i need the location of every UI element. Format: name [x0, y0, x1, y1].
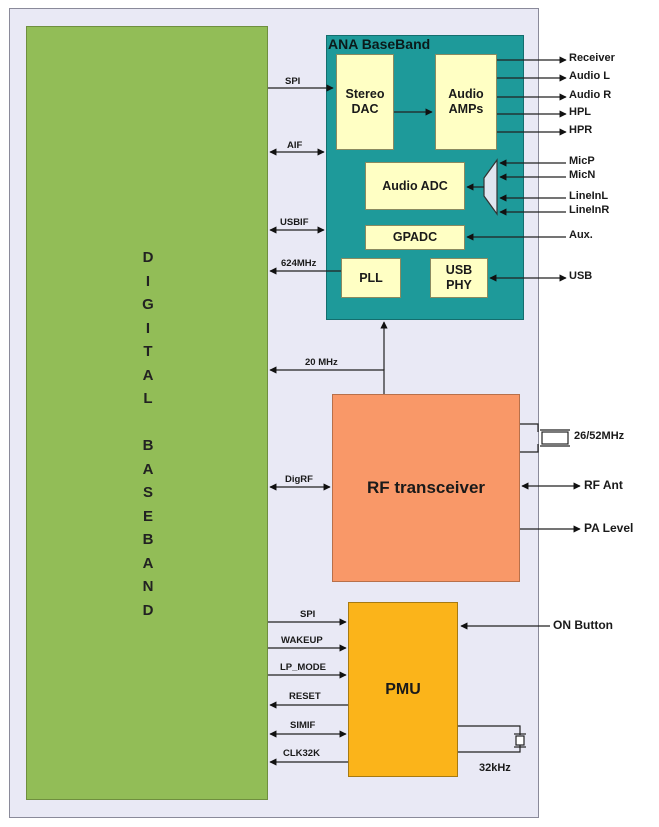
wakeup-label: WAKEUP — [281, 635, 323, 646]
xtal-32k-bottom — [458, 745, 521, 753]
micn-label: MicN — [569, 169, 596, 181]
digital-baseband-letter: D — [142, 601, 154, 619]
micp-label: MicP — [569, 155, 595, 167]
hpr-label: HPR — [569, 124, 593, 136]
clk624-label: 624MHz — [281, 258, 317, 269]
audio-amps-block: Audio AMPs — [435, 54, 497, 150]
audio-l-label: Audio L — [569, 70, 610, 82]
digital-baseband-letter: S — [142, 484, 153, 501]
xtal-rf-icon — [541, 431, 569, 445]
digital-baseband-letter: B — [142, 437, 154, 454]
pmu-block: PMU — [348, 602, 458, 777]
lp-mode-label: LP_MODE — [280, 662, 326, 673]
gpadc-block: GPADC — [365, 225, 465, 250]
digital-baseband-letter: B — [142, 531, 154, 548]
stereo-dac-block: Stereo DAC — [336, 54, 394, 150]
clk20-label: 20 MHz — [305, 357, 338, 368]
usbif-label: USBIF — [280, 217, 309, 228]
digital-baseband-letter: I — [145, 319, 151, 337]
aif-label: AIF — [287, 140, 303, 151]
digital-baseband-letter: T — [143, 343, 153, 360]
lineinl-label: LineInL — [569, 190, 609, 202]
digital-baseband-letter: G — [142, 296, 154, 313]
digital-baseband-letter: A — [142, 460, 154, 478]
ana-baseband-title: ANA BaseBand — [328, 36, 431, 52]
input-mux — [483, 158, 498, 216]
digital-baseband-letter: N — [142, 578, 154, 595]
digital-baseband-letter: L — [143, 390, 153, 407]
audio-adc-block: Audio ADC — [365, 162, 465, 210]
pll-block: PLL — [341, 258, 401, 298]
hpl-label: HPL — [569, 106, 591, 118]
pa-level-label: PA Level — [584, 521, 634, 535]
clk20-line — [269, 366, 385, 394]
digrf-label: DigRF — [285, 474, 313, 485]
usb-label: USB — [569, 270, 593, 282]
spi-label: SPI — [285, 76, 301, 87]
pmu-spi-label: SPI — [300, 609, 316, 620]
reset-label: RESET — [289, 691, 321, 702]
digital-baseband-letter: D — [142, 249, 154, 266]
xtal-32k-label: 32kHz — [479, 762, 511, 774]
rf-transceiver-block: RF transceiver — [332, 394, 520, 582]
rf-ant-label: RF Ant — [584, 478, 623, 492]
xtal-32k-icon — [515, 735, 525, 746]
xtal-rf-bottom — [520, 444, 539, 453]
usb-phy-block: USB PHY — [430, 258, 488, 298]
xtal-rf-label: 26/52MHz — [574, 430, 625, 442]
audio-r-label: Audio R — [569, 89, 612, 101]
clk32k-label: CLK32K — [283, 748, 320, 759]
simif-label: SIMIF — [290, 720, 316, 731]
digital-baseband-letter: E — [142, 507, 153, 525]
aux-label: Aux. — [569, 229, 593, 241]
digital-baseband-letter: A — [142, 554, 154, 572]
xtal-rf-top — [520, 423, 539, 432]
digital-baseband-block — [26, 26, 268, 800]
lineinr-label: LineInR — [569, 204, 610, 216]
digital-baseband-letter: I — [145, 272, 151, 290]
on-button-label: ON Button — [553, 618, 613, 632]
receiver-label: Receiver — [569, 52, 615, 64]
xtal-32k-top — [458, 725, 521, 735]
digital-baseband-letter: A — [142, 366, 154, 384]
